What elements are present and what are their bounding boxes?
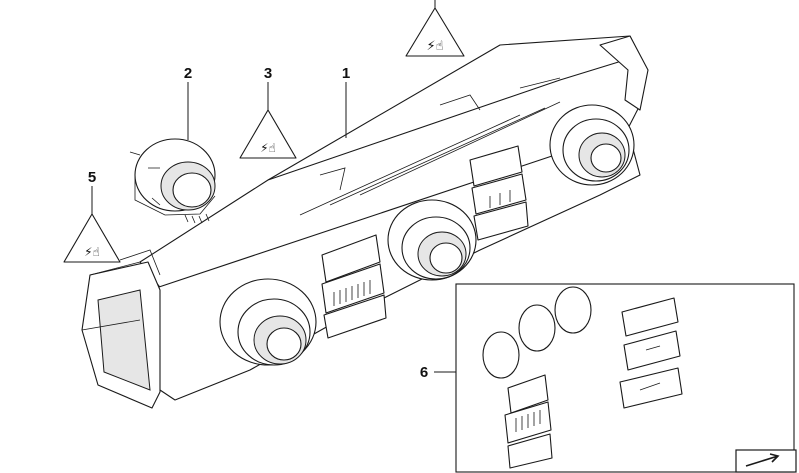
esd-warning-icon: ⚡☝ bbox=[405, 7, 465, 57]
callout-number: 1 bbox=[342, 65, 350, 82]
callout-number: 6 bbox=[420, 364, 428, 381]
svg-text:⚡☝: ⚡☝ bbox=[84, 245, 100, 259]
callout-number: 2 bbox=[184, 65, 192, 82]
right-button-stack bbox=[469, 145, 529, 241]
esd-warning-icon: ⚡☝ bbox=[239, 109, 297, 159]
left-temperature-knob bbox=[219, 278, 317, 366]
esd-warning-icon: ⚡☝ bbox=[63, 213, 121, 263]
button-cap-kit bbox=[455, 283, 795, 473]
climate-control-panel bbox=[81, 35, 649, 409]
back-arrow-icon[interactable] bbox=[735, 449, 797, 473]
callout-number: 3 bbox=[264, 65, 272, 82]
callout-number: 5 bbox=[88, 169, 96, 186]
svg-text:⚡☝: ⚡☝ bbox=[426, 39, 443, 54]
svg-text:⚡☝: ⚡☝ bbox=[260, 141, 276, 155]
right-temperature-knob bbox=[549, 104, 635, 186]
knob-ring-part bbox=[129, 138, 216, 224]
center-fan-knob bbox=[387, 199, 477, 281]
left-button-stack bbox=[321, 234, 387, 339]
